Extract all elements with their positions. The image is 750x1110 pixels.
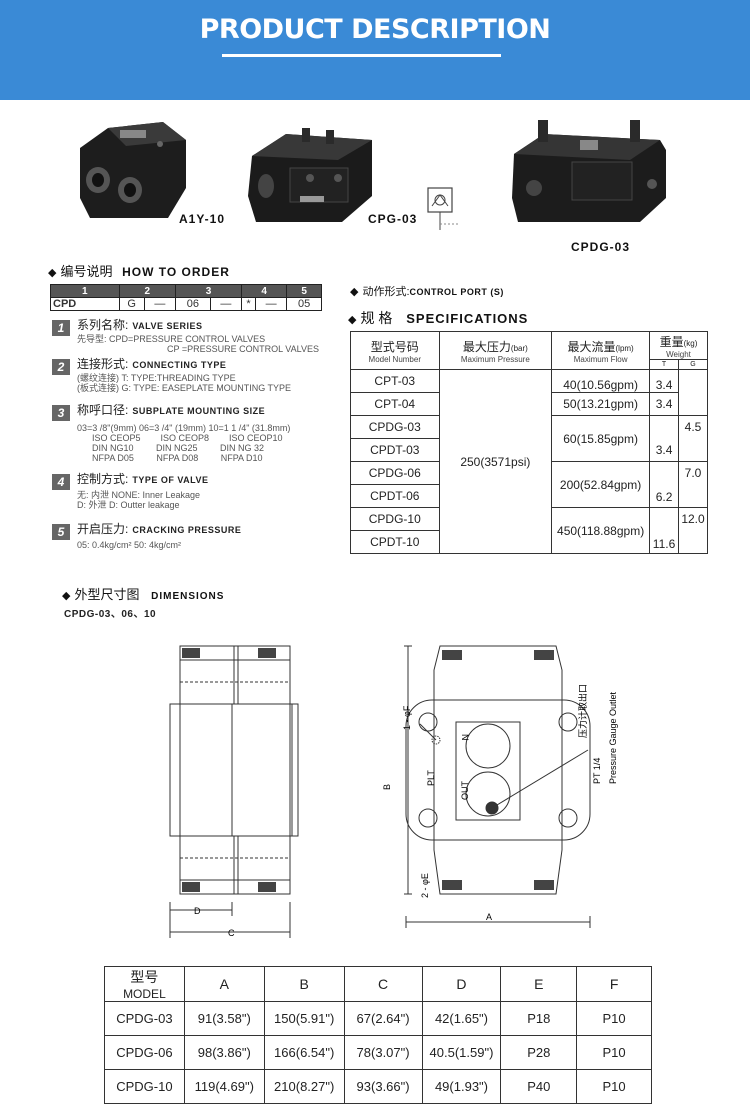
port-label-n: N	[460, 734, 470, 741]
order-number-cell: 1	[50, 284, 120, 298]
spec-model-cell: CPDG-03	[350, 415, 440, 439]
spec-model-cell: CPDT-10	[350, 530, 440, 554]
order-code-cell: G	[118, 297, 145, 311]
order-code-cell: *	[241, 297, 256, 311]
port-label-pt: PT 1/4	[592, 758, 602, 784]
spec-flow-cell: 60(15.85gpm)	[551, 415, 651, 462]
spec-pressure-cell: 250(3571psi)	[438, 369, 553, 554]
spec-flow-cell: 450(118.88gpm)	[551, 507, 651, 554]
spec-weight-g-cell: 4.5	[678, 415, 708, 462]
dim-header-cell: F	[576, 966, 652, 1002]
spec-weight-t-cell: 3.4	[649, 392, 679, 416]
nameplate-icon	[300, 196, 324, 202]
spec-header-g: G	[678, 359, 708, 370]
dim-header-cell: D	[421, 966, 502, 1002]
spec-header-pressure: 最大压力(bar)Maximum Pressure	[438, 331, 553, 370]
spec-header-weight: 重量(kg)Weight	[649, 331, 708, 360]
order-code-cell: CPD	[50, 297, 120, 311]
top-view-drawing: B A 1 - φF 2 - φE N PLT OUT 压力计取出口 PT 1/…	[382, 645, 618, 928]
spec-model-cell: CPDT-03	[350, 438, 440, 462]
spec-model-cell: CPDG-10	[350, 507, 440, 531]
spec-model-cell: CPT-03	[350, 369, 440, 393]
order-code-cell: —	[209, 297, 243, 311]
port-label-plt: PLT	[426, 770, 436, 786]
product-image-cpg	[248, 128, 372, 222]
dim-header-cell: A	[183, 966, 265, 1002]
order-code-cell: 06	[175, 297, 211, 311]
dim-label-d: D	[194, 906, 201, 916]
order-code-cell: —	[143, 297, 177, 311]
check-valve-symbol	[427, 187, 458, 230]
order-number-cell: 4	[241, 284, 288, 298]
order-number-cell: 5	[286, 284, 322, 298]
header-banner: PRODUCT DESCRIPTION	[0, 0, 750, 100]
product-label-cpg: CPG-03	[368, 212, 418, 226]
order-code-table: 1 2 3 4 5 CPD G — 06 — * — 05	[50, 284, 322, 311]
spec-model-cell: CPDG-06	[350, 461, 440, 485]
gauge-outlet-label-cn: 压力计取出口	[577, 684, 588, 738]
port-label-out: OUT	[460, 781, 470, 801]
product-image-cpdg	[512, 120, 666, 222]
order-code-cell: 05	[286, 297, 322, 311]
dim-label-phi-e: 2 - φE	[420, 873, 430, 898]
diamond-bullet-icon: ◆	[350, 286, 359, 298]
spec-header-t: T	[649, 359, 679, 370]
product-image-a1y	[80, 122, 186, 218]
table-row: CPDG-06 98(3.86") 166(6.54") 78(3.07") 4…	[104, 1035, 652, 1070]
spec-weight-t-cell: 3.4	[649, 369, 679, 393]
diamond-bullet-icon: ◆	[62, 590, 71, 602]
spec-model-cell: CPDT-06	[350, 484, 440, 508]
table-row: CPDG-03 91(3.58") 150(5.91") 67(2.64") 4…	[104, 1001, 652, 1036]
dim-label-phi-f: 1 - φF	[402, 705, 412, 730]
diamond-bullet-icon: ◆	[348, 314, 357, 326]
order-number-cell: 2	[118, 284, 177, 298]
how-to-order-heading: ◆编号说明 HOW TO ORDER	[48, 264, 230, 279]
dimensions-heading: ◆外型尺寸图 DIMENSIONS	[62, 587, 225, 602]
dim-header-cell: B	[263, 966, 345, 1002]
spec-model-cell: CPT-04	[350, 392, 440, 416]
control-port-heading: ◆动作形式:CONTROL PORT (S)	[350, 286, 504, 298]
spec-weight-t-cell: 11.6	[649, 507, 679, 554]
spec-weight-t-cell: 3.4	[649, 415, 679, 462]
order-code-cell: —	[254, 297, 288, 311]
dim-label-a: A	[486, 912, 492, 922]
spec-weight-g-cell: 7.0	[678, 461, 708, 508]
page-title: PRODUCT DESCRIPTION	[199, 14, 551, 45]
diamond-bullet-icon: ◆	[48, 267, 57, 279]
specifications-heading: ◆规 格 SPECIFICATIONS	[348, 310, 529, 326]
product-label-a1y: A1Y-10	[179, 212, 226, 226]
side-view-drawing: D C	[169, 645, 299, 938]
dim-header-cell: E	[500, 966, 578, 1002]
dim-label-c: C	[228, 928, 235, 938]
product-label-cpdg: CPDG-03	[571, 240, 631, 254]
spec-weight-t-cell: 6.2	[649, 461, 679, 508]
dimensions-subtitle: CPDG-03、06、10	[64, 609, 157, 620]
order-number-cell: 3	[175, 284, 243, 298]
spec-flow-cell: 200(52.84gpm)	[551, 461, 651, 508]
spec-header-flow: 最大流量(lpm)Maximum Flow	[551, 331, 651, 370]
nameplate-icon	[580, 140, 598, 150]
gauge-outlet-label-en: Pressure Gauge Outlet	[608, 691, 618, 784]
spec-flow-cell: 50(13.21gpm)	[551, 392, 651, 416]
dim-header-cell: C	[343, 966, 423, 1002]
dim-label-b: B	[382, 784, 392, 790]
title-underline	[222, 54, 501, 57]
nameplate-icon	[120, 130, 146, 138]
spec-weight-g-cell: 12.0	[678, 507, 708, 554]
spec-flow-cell: 40(10.56gpm)	[551, 369, 651, 393]
table-row: CPDG-10 119(4.69") 210(8.27") 93(3.66") …	[104, 1069, 652, 1104]
